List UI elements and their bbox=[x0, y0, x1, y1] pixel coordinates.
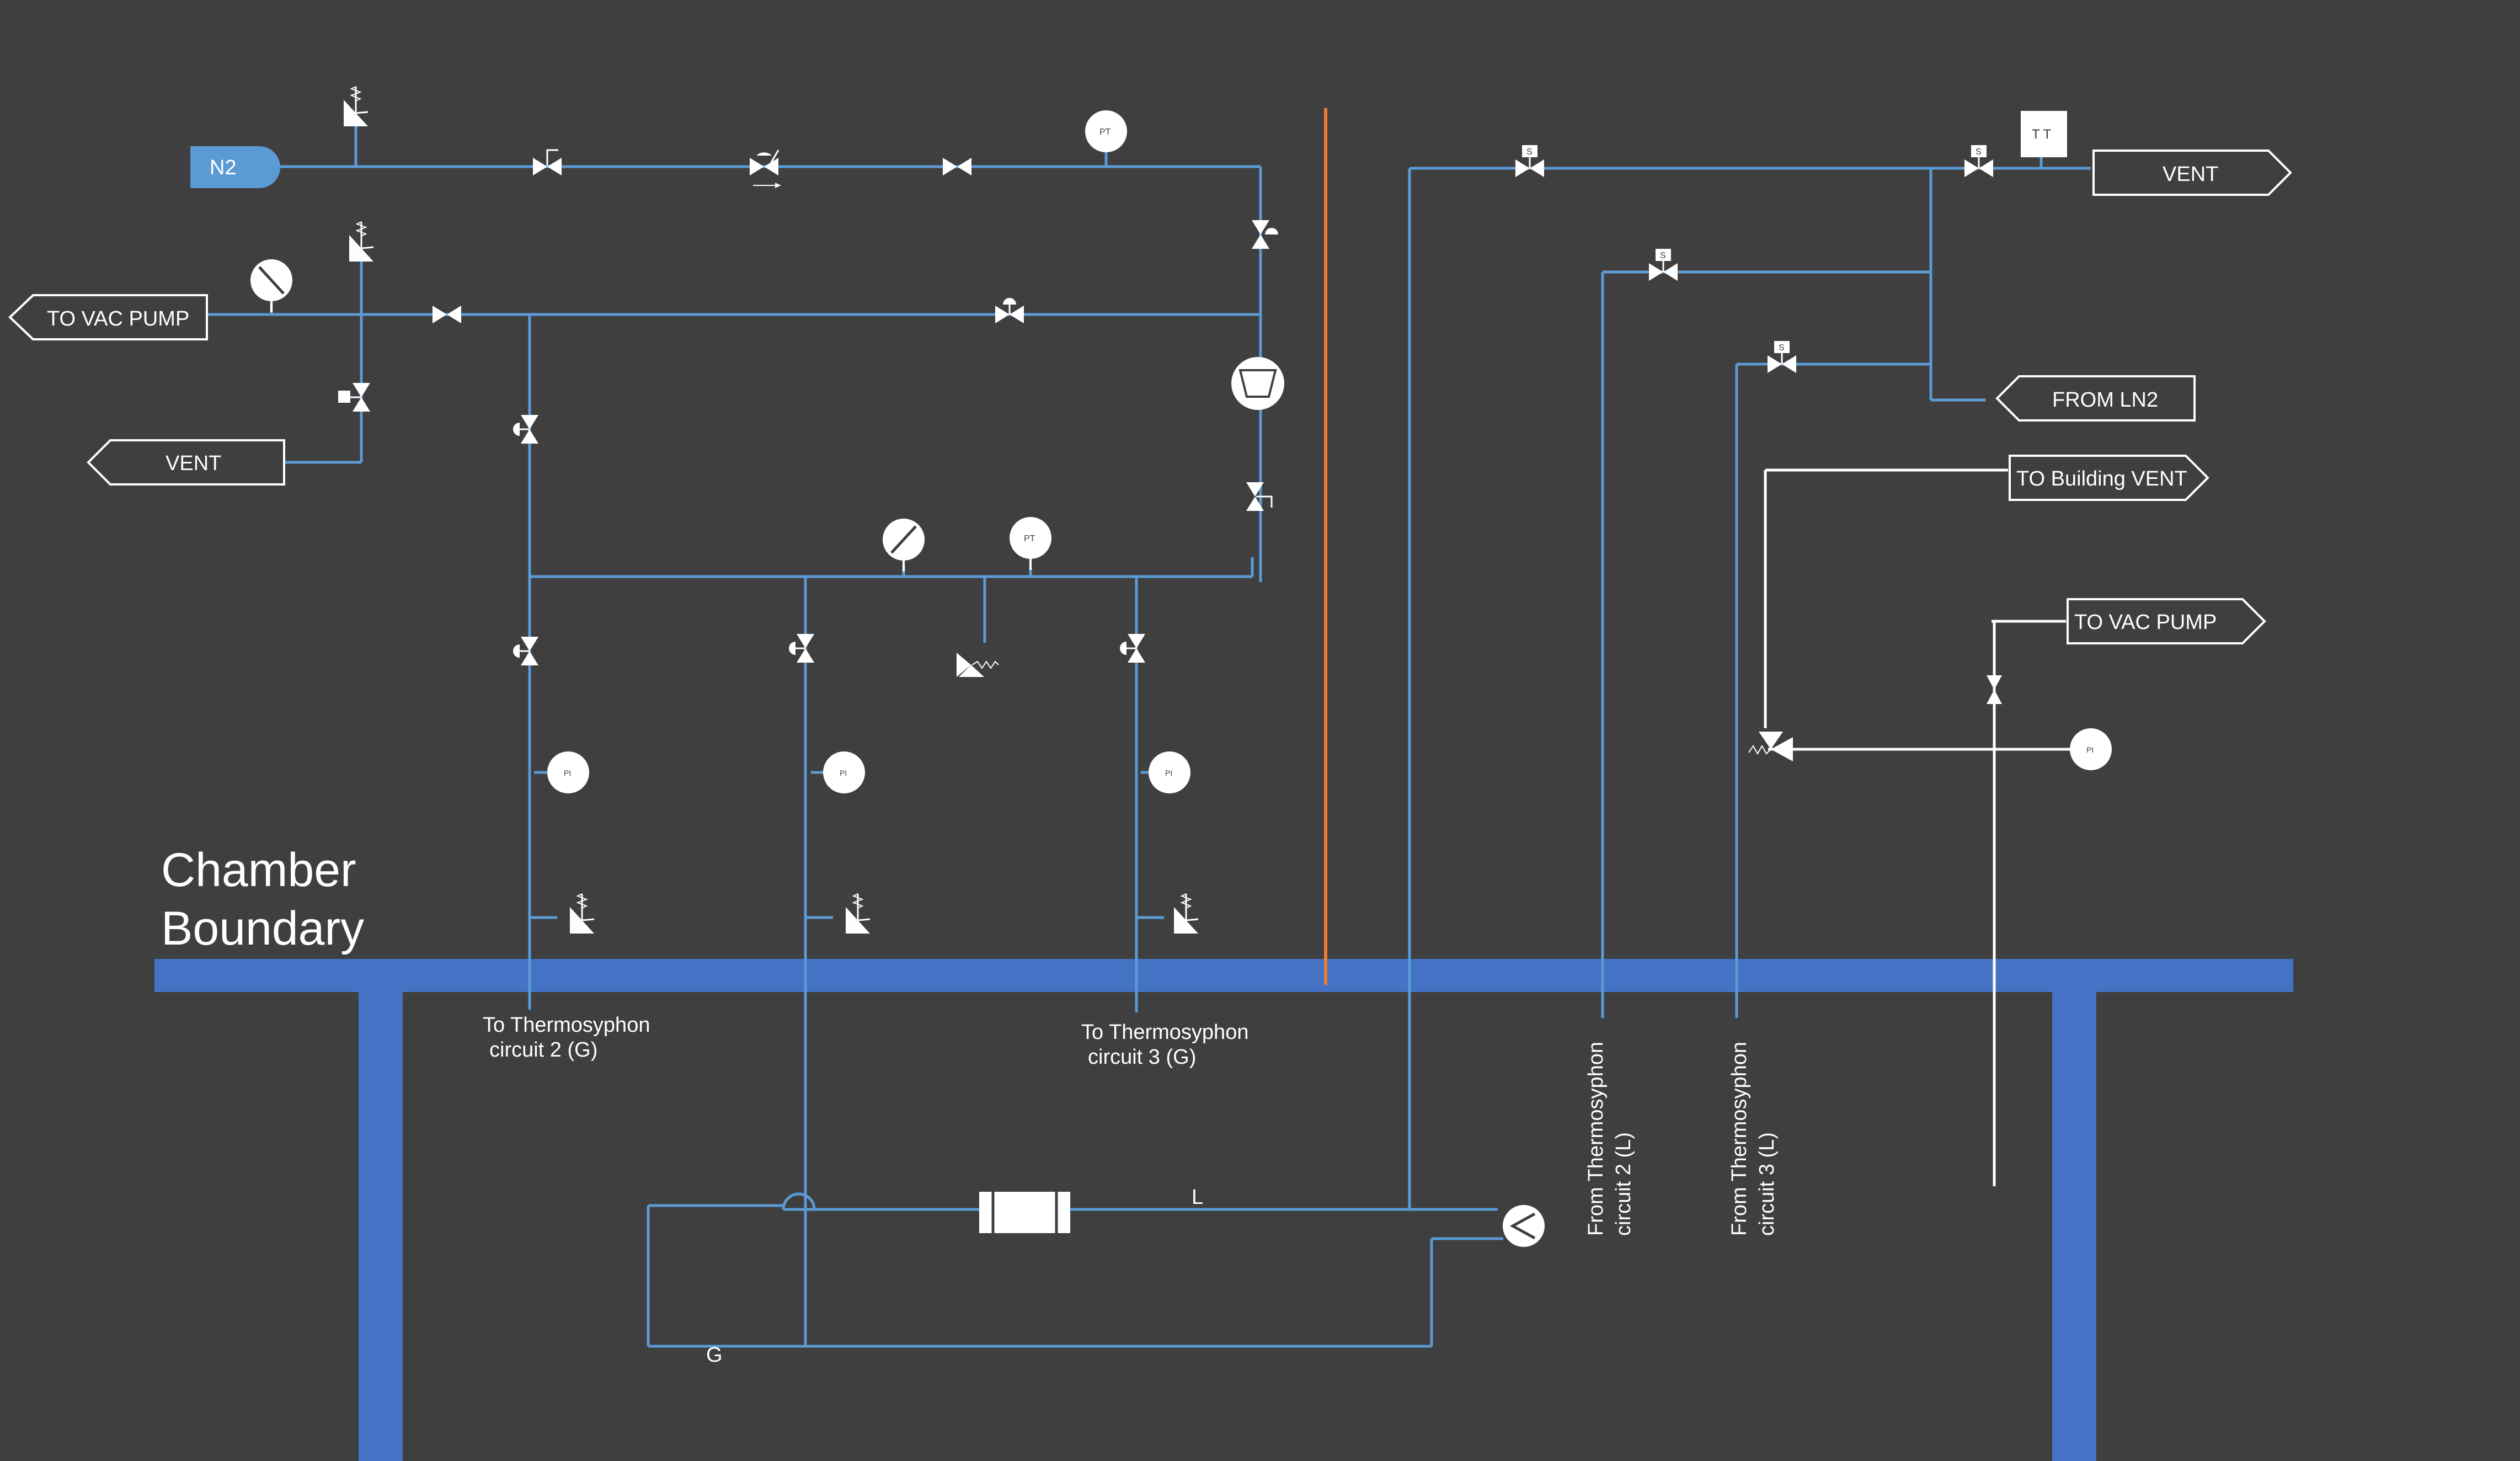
relief-valve-icon bbox=[343, 86, 369, 127]
line-g-label: G bbox=[706, 1343, 723, 1367]
tag-to-vac-pump-right: TO VAC PUMP bbox=[2067, 598, 2266, 644]
tag-to-building-vent: TO Building VENT bbox=[2009, 455, 2209, 501]
pt-label-top: PT bbox=[1099, 127, 1111, 137]
valve-circuit3 bbox=[1120, 634, 1145, 663]
tag-vent-left: VENT bbox=[87, 439, 285, 486]
s-label-1: S bbox=[1526, 147, 1533, 157]
to-thermo-2-line1: To Thermosyphon bbox=[483, 1014, 650, 1037]
cold-head-icon bbox=[1231, 357, 1284, 410]
chamber-boundary-left-post bbox=[359, 992, 403, 1461]
right-white-lines bbox=[1764, 468, 2071, 1186]
solenoid-valve-circuit3: S bbox=[1768, 341, 1796, 373]
tag-to-vac-pump-left: TO VAC PUMP bbox=[8, 294, 208, 340]
s-label-4: S bbox=[1779, 343, 1785, 353]
tag-vent-right: VENT bbox=[2092, 150, 2292, 196]
gauge-manifold-icon bbox=[883, 519, 925, 572]
tag-from-ln2: FROM LN2 bbox=[1995, 375, 2196, 422]
tt-transmitter: T T bbox=[2021, 111, 2067, 157]
valve-vertical-top-right bbox=[1252, 220, 1278, 249]
pi-label-circuit3: PI bbox=[1165, 769, 1172, 777]
right-piping bbox=[1410, 146, 2091, 1018]
pi-gauge-circuit2: PI bbox=[547, 751, 589, 793]
tag-to-vac-pump-right-label: TO VAC PUMP bbox=[2074, 611, 2217, 634]
chamber-boundary-beam bbox=[154, 959, 2293, 992]
relief-valve-circuit2 bbox=[569, 893, 595, 935]
valve-header-upper bbox=[513, 415, 538, 444]
check-valve-vertical-icon bbox=[1246, 482, 1273, 511]
solenoid-valve-top-right: S bbox=[1515, 145, 1544, 177]
pressure-regulator-icon bbox=[750, 150, 781, 188]
tag-to-vac-pump-left-label: TO VAC PUMP bbox=[47, 307, 189, 330]
filter-element bbox=[979, 1192, 1070, 1233]
n2-tag: N2 bbox=[190, 146, 280, 188]
to-thermo-2-line2: circuit 2 (G) bbox=[489, 1038, 597, 1062]
from-thermo-2-line1: From Thermosyphon bbox=[1584, 1042, 1608, 1236]
s-label-2: S bbox=[1976, 147, 1982, 157]
pump-icon bbox=[1503, 1205, 1545, 1247]
relief-valve-manifold-icon bbox=[957, 653, 999, 677]
pi-gauge-circuit3: PI bbox=[1149, 751, 1190, 793]
s-label-3: S bbox=[1660, 251, 1666, 260]
chamber-boundary-right-post bbox=[2052, 992, 2096, 1461]
relief-valve-right bbox=[1748, 732, 1793, 761]
tag-vent-right-label: VENT bbox=[2163, 163, 2218, 186]
from-thermo-2-line2: circuit 2 (L) bbox=[1612, 1132, 1635, 1236]
relief-valve-vent-icon bbox=[348, 221, 375, 263]
solenoid-valve-circuit2: S bbox=[1649, 249, 1678, 281]
from-thermo-3-line1: From Thermosyphon bbox=[1728, 1042, 1751, 1236]
bottom-loop bbox=[647, 168, 1503, 1348]
valve-butterfly-icon bbox=[433, 306, 461, 323]
valve-mid bbox=[789, 634, 814, 663]
check-valve-icon bbox=[533, 149, 562, 175]
to-thermo-3-line1: To Thermosyphon bbox=[1081, 1021, 1248, 1044]
needle-valve-icon bbox=[943, 158, 971, 175]
line-l-label: L bbox=[1192, 1186, 1203, 1209]
valve-circuit2 bbox=[513, 637, 538, 665]
tag-from-ln2-label: FROM LN2 bbox=[2052, 388, 2158, 412]
chamber-title-line2: Boundary bbox=[161, 902, 364, 955]
tag-vent-left-label: VENT bbox=[165, 452, 221, 475]
pi-label-mid: PI bbox=[840, 769, 847, 777]
tag-to-building-vent-label: TO Building VENT bbox=[2016, 467, 2187, 490]
solenoid-valve-vent-icon bbox=[338, 383, 370, 412]
tt-label: T T bbox=[2032, 127, 2051, 142]
valve-actuated-icon bbox=[995, 298, 1024, 323]
n2-label: N2 bbox=[210, 156, 237, 179]
valve-vac-right bbox=[1987, 675, 2002, 704]
solenoid-valve-vent: S bbox=[1964, 145, 1993, 177]
pi-label-circuit2: PI bbox=[564, 769, 571, 777]
to-thermo-3-line2: circuit 3 (G) bbox=[1088, 1046, 1196, 1069]
pt-gauge-top: PT bbox=[1085, 110, 1127, 152]
from-thermo-3-line2: circuit 3 (L) bbox=[1755, 1132, 1779, 1236]
pi-label-right: PI bbox=[2086, 745, 2094, 754]
chamber-title-line1: Chamber bbox=[161, 844, 356, 897]
relief-valve-circuit3 bbox=[1173, 893, 1199, 935]
relief-valve-mid bbox=[845, 893, 871, 935]
gauge-vac-icon bbox=[250, 259, 292, 312]
pt-gauge-manifold: PT bbox=[1010, 517, 1051, 570]
pi-gauge-mid: PI bbox=[823, 751, 865, 793]
pt-label-manifold: PT bbox=[1024, 534, 1035, 543]
pi-gauge-right: PI bbox=[2070, 728, 2112, 770]
